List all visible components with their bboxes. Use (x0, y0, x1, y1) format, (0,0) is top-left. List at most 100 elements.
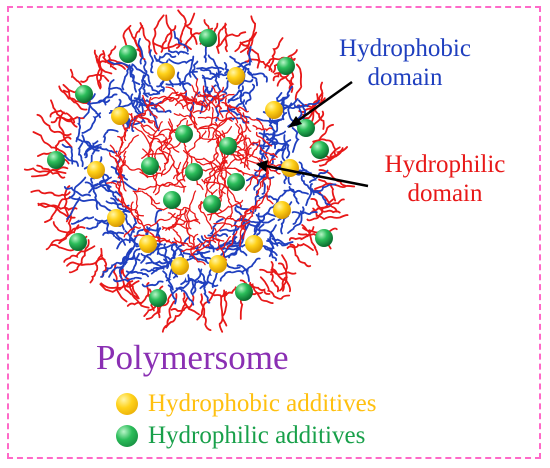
hydrophobic-additive-sphere (209, 255, 227, 273)
hydrophilic-chain-outer (23, 167, 67, 174)
hydrophobic-chain (102, 128, 119, 143)
hydrophilic-additive-sphere (141, 157, 159, 175)
hydrophobic-chain (77, 142, 84, 168)
hydrophilic-additive-sphere (185, 163, 203, 181)
hydrophobic-chain (168, 58, 193, 65)
hydrophilic-chain-ring (155, 97, 174, 109)
arrowhead-hydrophilic (256, 160, 268, 172)
hydrophilic-chain-inner (224, 97, 239, 124)
hydrophobic-chain (202, 70, 222, 80)
hydrophobic-chain (150, 261, 173, 275)
hydrophobic-chain (150, 107, 172, 114)
hydrophobic-chain (121, 249, 133, 270)
hydrophilic-chain-inner (207, 106, 214, 138)
hydrophilic-chain-outer (50, 116, 85, 124)
hydrophobic-additive-sphere (107, 209, 125, 227)
hydrophobic-chain (175, 287, 195, 306)
hydrophobic-chain (110, 180, 137, 191)
hydrophilic-chain-inner (233, 167, 259, 185)
hydrophilic-chain-inner (199, 201, 213, 230)
hydrophobic-chain (99, 184, 122, 197)
hydrophobic-chain (258, 194, 279, 203)
hydrophobic-chain (119, 247, 134, 265)
hydrophobic-chain (100, 261, 118, 278)
hydrophobic-chain (288, 186, 300, 205)
hydrophilic-chain-ring (143, 229, 161, 242)
hydrophilic-additive-sphere (69, 233, 87, 251)
hydrophobic-chain (188, 55, 195, 78)
hydrophobic-domain-label: Hydrophobic domain (330, 36, 480, 90)
hydrophobic-chain (61, 143, 74, 165)
hydrophobic-chain (176, 71, 187, 99)
hydrophilic-chain-ring (204, 234, 225, 242)
hydrophilic-chain-inner (180, 92, 198, 126)
hydrophilic-chain-outer (30, 189, 71, 197)
hydrophilic-additive-sphere (149, 289, 167, 307)
hydrophilic-additive-sphere (199, 29, 217, 47)
hydrophilic-chain-ring (172, 228, 185, 246)
hydrophobic-chain (283, 134, 291, 159)
hydrophobic-additive-sphere (245, 235, 263, 253)
hydrophobic-chain (228, 234, 245, 259)
hydrophobic-chain (234, 206, 247, 230)
hydrophobic-chain (287, 210, 303, 234)
hydrophilic-chain-outer (259, 268, 297, 276)
hydrophilic-chain-ring (255, 177, 267, 196)
hydrophilic-domain-label-line1: Hydrophilic (384, 151, 506, 178)
hydrophilic-chain-inner (238, 206, 261, 222)
legend-label-hydrophobic: Hydrophobic additives (148, 390, 377, 417)
hydrophobic-chain (83, 140, 99, 156)
hydrophobic-chain (121, 64, 131, 91)
hydrophilic-chain-ring (135, 215, 148, 233)
hydrophilic-chain-ring (214, 93, 235, 100)
hydrophilic-chain-ring (109, 144, 121, 163)
dashed-frame (7, 6, 541, 459)
hydrophobic-chain (229, 55, 249, 70)
hydrophobic-chain (70, 216, 95, 225)
hydrophilic-chain-inner (203, 159, 226, 185)
hydrophobic-chain (141, 59, 148, 82)
yellow-sphere-icon (116, 393, 138, 415)
hydrophilic-chain-inner (237, 137, 248, 168)
hydrophilic-chain-inner (190, 233, 206, 266)
hydrophilic-chain-ring (226, 230, 238, 250)
hydrophilic-chain-outer (68, 239, 90, 274)
hydrophilic-chain-ring (199, 93, 217, 104)
hydrophobic-chain (165, 82, 192, 86)
hydrophilic-chain-inner (132, 182, 164, 193)
hydrophilic-chain-outer (312, 146, 341, 163)
hydrophobic-chain (142, 88, 164, 96)
hydrophilic-chain-inner (181, 149, 191, 182)
hydrophobic-chain (283, 188, 309, 195)
hydrophobic-chain (266, 138, 292, 145)
hydrophilic-chain-ring (240, 211, 252, 229)
hydrophobic-chain (168, 50, 189, 56)
hydrophobic-chain (129, 63, 141, 86)
hydrophilic-chain-ring (161, 91, 179, 104)
hydrophobic-chain (111, 231, 126, 246)
hydrophilic-chain-outer (259, 276, 291, 300)
hydrophilic-chain-inner (182, 149, 212, 166)
hydrophobic-chain (207, 54, 220, 79)
hydrophilic-chain-inner (143, 212, 176, 228)
hydrophilic-chain-inner (208, 133, 222, 165)
hydrophilic-chain-outer (268, 37, 284, 71)
hydrophobic-chain (310, 183, 337, 193)
hydrophobic-chain (201, 74, 212, 98)
hydrophilic-chain-outer (318, 169, 347, 187)
hydrophilic-chain-outer (278, 262, 288, 292)
hydrophobic-chain (245, 83, 256, 105)
hydrophilic-additive-sphere (227, 173, 245, 191)
hydrophobic-chain (227, 117, 250, 124)
hydrophilic-chain-outer (121, 268, 140, 300)
hydrophobic-chain (68, 176, 87, 199)
hydrophobic-chain (81, 112, 102, 134)
hydrophilic-chain-ring (198, 239, 217, 249)
hydrophobic-chain (258, 141, 279, 148)
hydrophilic-chain-inner (197, 116, 233, 122)
hydrophobic-chain (125, 270, 149, 278)
hydrophilic-chain-outer (49, 109, 76, 124)
hydrophobic-chain (269, 224, 277, 250)
hydrophilic-chain-ring (228, 104, 249, 113)
hydrophilic-chain-ring (190, 244, 209, 256)
